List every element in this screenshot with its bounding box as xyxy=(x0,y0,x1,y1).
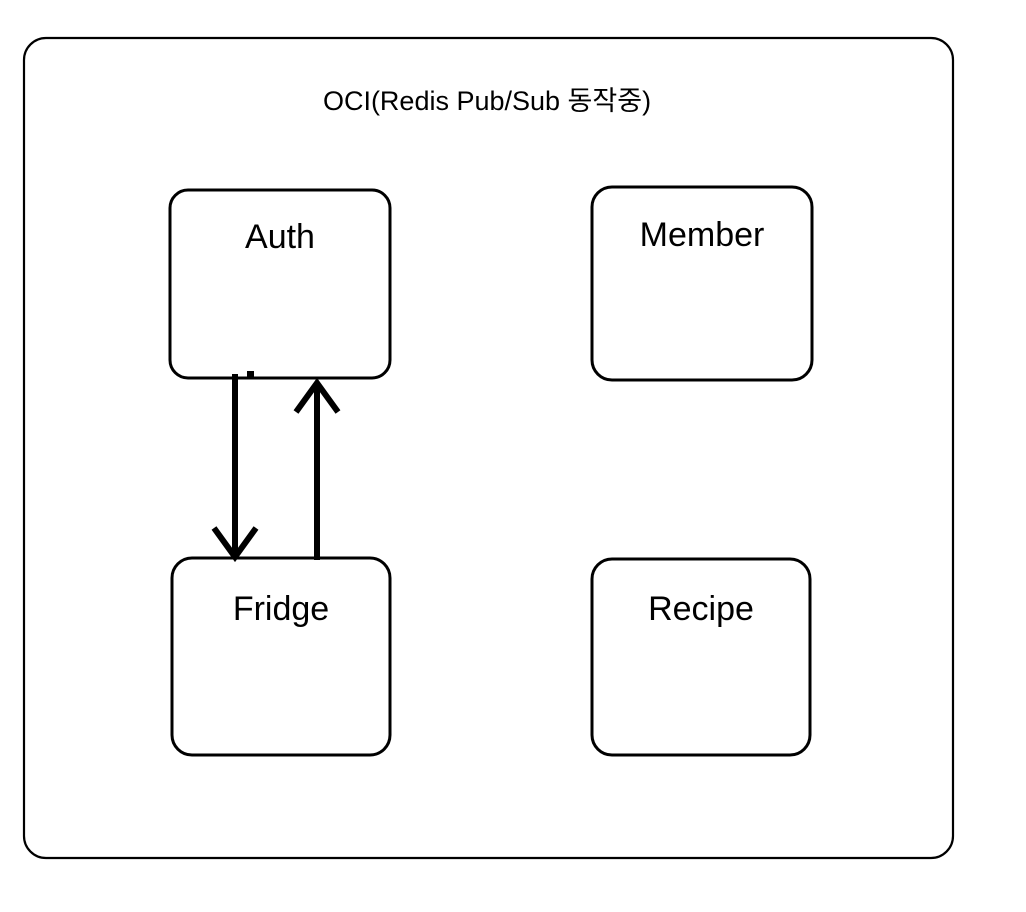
node-label-recipe: Recipe xyxy=(648,590,754,628)
arrow-auth-to-fridge xyxy=(211,371,259,563)
node-box-fridge[interactable] xyxy=(170,556,392,757)
node-label-member: Member xyxy=(639,216,765,254)
node-box-member[interactable] xyxy=(590,185,814,382)
node-box-auth[interactable] xyxy=(168,188,392,380)
node-label-fridge: Fridge xyxy=(232,590,330,628)
oci-container-boundary xyxy=(22,36,955,860)
oci-group-title: OCI(Redis Pub/Sub 동작중) xyxy=(322,86,652,116)
node-label-auth: Auth xyxy=(245,218,315,256)
node-box-recipe[interactable] xyxy=(590,557,812,757)
arrow-fridge-to-auth xyxy=(293,377,341,560)
